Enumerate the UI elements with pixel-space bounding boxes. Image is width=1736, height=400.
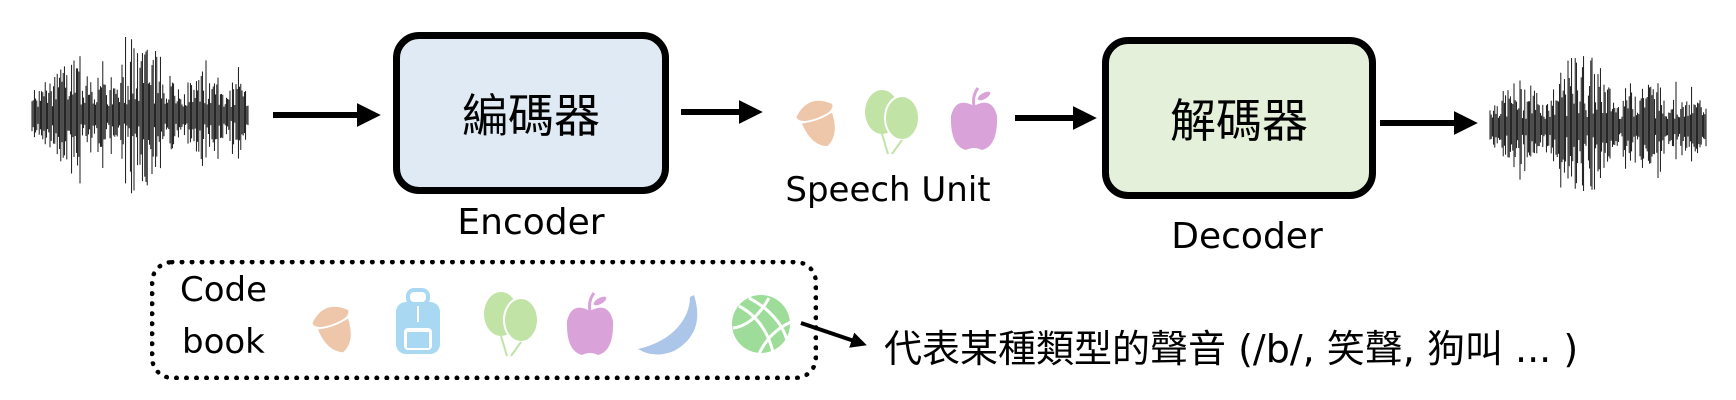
encoder-box: 編碼器	[393, 32, 669, 194]
codebook-label-line2: book	[182, 322, 265, 362]
balloons-icon	[484, 292, 539, 357]
acorn-icon	[796, 100, 835, 147]
encoder-title: 編碼器	[462, 89, 600, 143]
apple-icon	[566, 292, 614, 355]
speech-unit-label: Speech Unit	[785, 170, 991, 210]
basketball-icon	[732, 295, 792, 355]
codebook-label-line1: Code	[180, 270, 268, 310]
decoder-label: Decoder	[1171, 216, 1323, 257]
decoder-box: 解碼器	[1102, 37, 1376, 199]
backpack-icon	[396, 288, 440, 354]
input-waveform	[31, 37, 249, 194]
banana-icon	[638, 295, 698, 355]
encoder-label: Encoder	[457, 202, 605, 243]
balloons-icon	[865, 90, 920, 155]
codebook-description: 代表某種類型的聲音 (/b/, 笑聲, 狗叫 ... )	[884, 327, 1579, 371]
acorn-icon	[312, 306, 351, 353]
codebook-box	[150, 260, 818, 380]
output-waveform	[1489, 56, 1707, 191]
apple-icon	[950, 87, 998, 150]
arrow-codebook-to-description	[800, 321, 867, 348]
decoder-title: 解碼器	[1170, 94, 1308, 148]
